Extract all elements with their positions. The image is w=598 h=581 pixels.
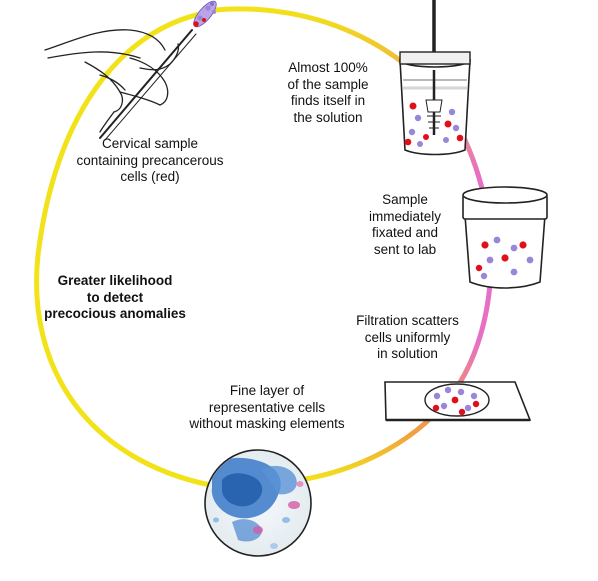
label-cervical-sample: Cervical sample containing precancerous … [76,136,224,184]
label-fixated: Sample immediately fixated and sent to l… [368,192,442,257]
microscope-view-icon [204,449,312,557]
label-fine-layer: Fine layer of representative cells witho… [189,383,345,431]
vial-with-brush-icon [399,0,471,156]
label-almost-100: Almost 100% of the sample finds itself i… [287,60,369,125]
label-greater-likelihood: Greater likelihood to detect precocious … [44,273,186,321]
hand-with-brush-icon [44,29,197,141]
slide-icon [384,381,532,422]
label-filtration: Filtration scatters cells uniformly in s… [356,313,459,361]
cycle-arc-left [34,10,213,488]
brush-head-icon [193,0,217,28]
capped-vial-icon [462,186,548,289]
